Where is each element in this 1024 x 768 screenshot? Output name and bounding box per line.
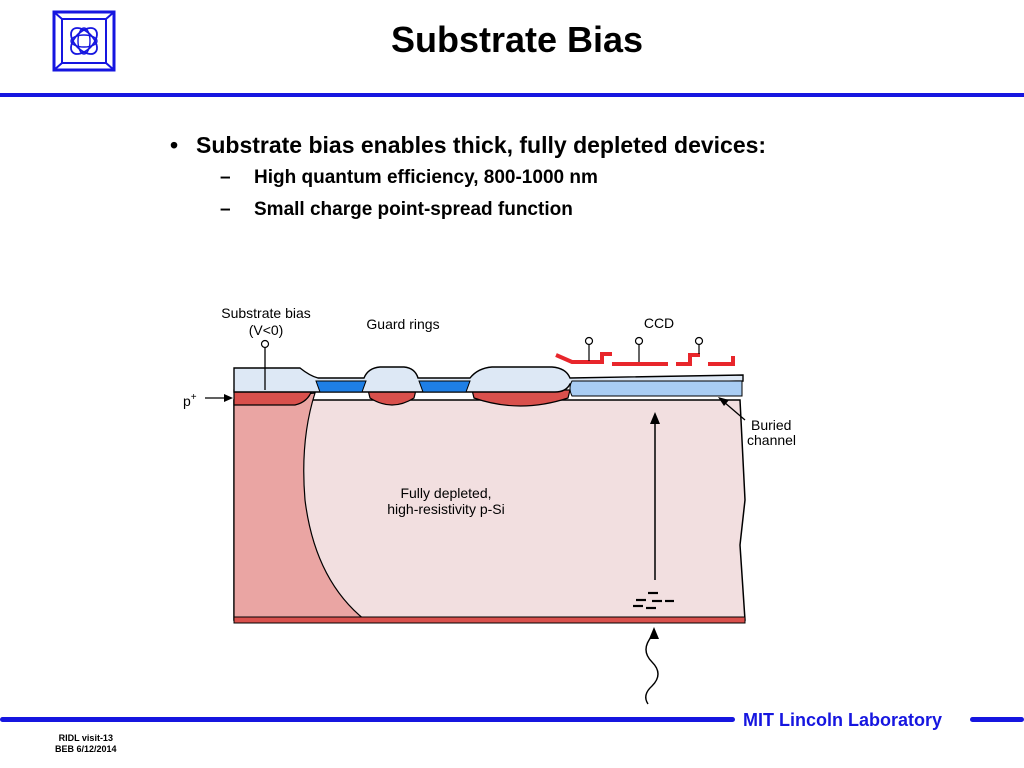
channel-stop-2 [471,389,571,407]
photon-wave-icon [645,635,659,705]
backside-p-plus-layer [233,616,746,624]
buried-channel-arrow-icon [718,397,729,406]
footer-divider-left [0,717,735,722]
sub-bullet-item: – Small charge point-spread function [220,194,766,226]
dash-marker: – [220,167,231,188]
substrate-bias-label: Substrate bias [221,305,311,321]
channel-label: channel [747,432,796,448]
electron-charges-icon [633,591,674,610]
bullet-text: Substrate bias enables thick, fully depl… [196,132,767,158]
mit-ll-logo-icon [52,10,116,72]
depleted-label-line1: Fully depleted, [400,485,491,501]
depleted-label-line2: high-resistivity p-Si [387,501,504,517]
dash-marker: – [220,199,231,220]
buried-channel [569,380,743,397]
page-title: Substrate Bias [390,19,644,60]
footer-divider-right [970,717,1024,722]
buried-label: Buried [751,417,791,433]
guard-ring-2 [418,380,471,393]
substrate-bias-contact-icon [260,339,270,349]
sub-bullet-text: High quantum efficiency, 800-1000 nm [254,167,598,188]
footer-lab-name: MIT Lincoln Laboratory [743,710,943,730]
ccd-gates [555,352,735,366]
sub-bullet-item: – High quantum efficiency, 800-1000 nm [220,162,766,194]
footer-meta: RIDL visit-13 BEB 6/12/2014 [55,733,117,755]
bullet-item: • Substrate bias enables thick, fully de… [170,128,766,162]
guard-rings-label: Guard rings [366,316,439,332]
title-divider [0,93,1024,97]
ccd-label: CCD [644,315,674,331]
guard-ring-1 [315,380,367,393]
undepleted-region [233,392,367,621]
bullet-list: • Substrate bias enables thick, fully de… [170,128,766,226]
substrate-bias-condition-label: (V<0) [249,322,284,338]
footer-meta-line1: RIDL visit-13 [58,733,113,743]
footer-meta-line2: BEB 6/12/2014 [55,744,117,754]
p-plus-label: p+ [183,392,197,409]
channel-stop-1 [367,389,417,406]
charge-drift-arrow-icon [650,412,660,424]
p-plus-arrow-icon [224,394,233,402]
ccd-gate-contacts [584,336,704,362]
bullet-marker: • [170,132,179,158]
sub-bullet-text: Small charge point-spread function [254,199,573,220]
